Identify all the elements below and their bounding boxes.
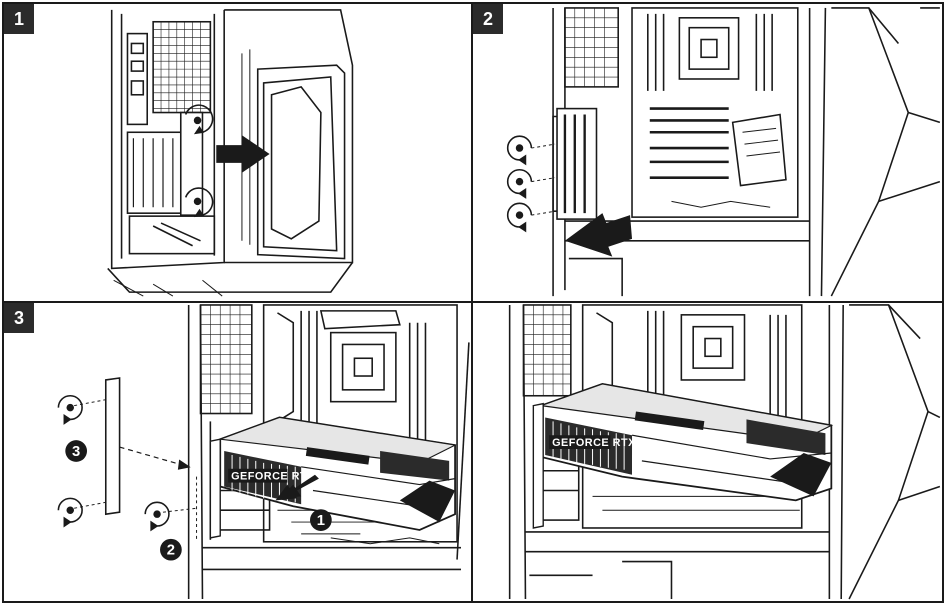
step-2-panel: 2 [471,2,944,303]
svg-text:3: 3 [72,444,80,460]
callout-2-badge: 2 [160,538,182,561]
step-2-illustration [506,7,941,297]
step-1-panel: 1 [2,2,473,303]
graphics-card: GEFORCE RTX [209,416,457,539]
step-1-illustration [107,9,354,297]
installed-card-label: GEFORCE RTX [552,437,636,449]
step-3-illustration: GEFORCE RTX 1 2 3 [57,304,470,600]
step-1-label: 1 [4,4,34,34]
final-result-panel: GEFORCE RTX [471,301,944,603]
final-illustration: GEFORCE RTX [508,304,941,600]
step-3-label: 3 [4,303,34,333]
svg-text:2: 2 [167,543,175,559]
step-3-panel: 3 [2,301,473,603]
callout-3-badge: 3 [65,440,88,462]
card-label: GEFORCE RTX [231,471,315,483]
callout-1-badge: 1 [310,509,332,531]
installed-graphics-card: GEFORCE RTX [532,382,834,529]
svg-text:1: 1 [317,513,325,529]
step-2-label: 2 [473,4,503,34]
